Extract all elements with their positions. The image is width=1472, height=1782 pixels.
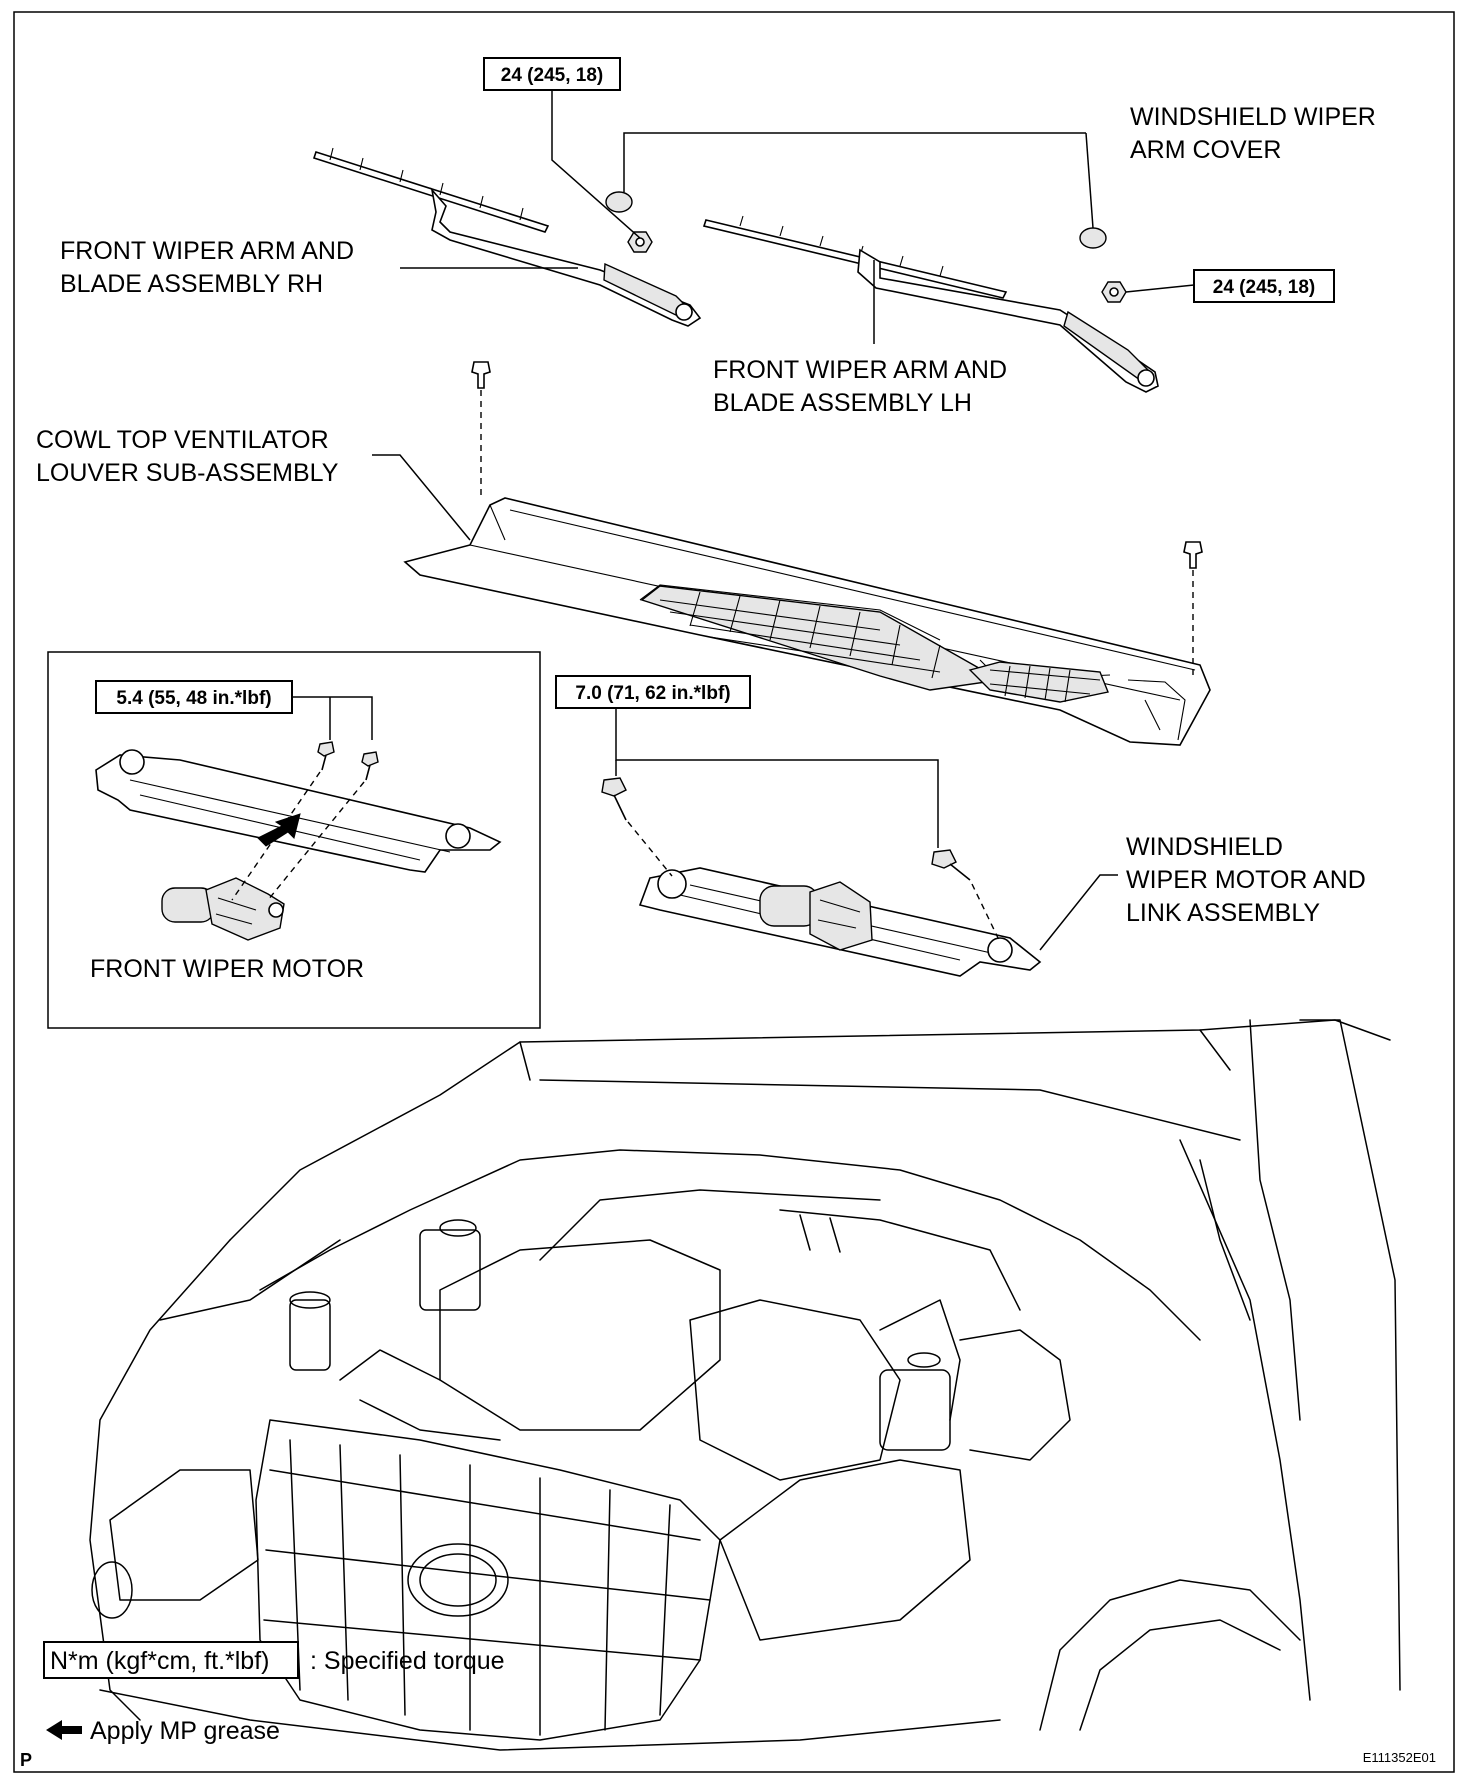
- figure-code: E111352E01: [1363, 1750, 1436, 1765]
- torque-box-motor: [95, 680, 293, 714]
- label-motor-link-line2: WIPER MOTOR AND: [1126, 866, 1366, 894]
- label-motor-link-line3: LINK ASSEMBLY: [1126, 899, 1320, 927]
- label-arm-rh-line2: BLADE ASSEMBLY RH: [60, 270, 323, 298]
- legend-grease-desc: Apply MP grease: [90, 1717, 280, 1745]
- arm-nut-rh-part: [627, 231, 653, 253]
- torque-value-motor: 5.4 (55, 48 in.*lbf): [116, 688, 271, 709]
- torque-value-arm-lh: 24 (245, 18): [1213, 277, 1315, 298]
- cowl-clip-right-part: [1183, 541, 1203, 680]
- wiper-arm-lh: [702, 215, 1159, 393]
- motor-link-assembly-part: [638, 867, 1042, 977]
- legend-grease-arrow-icon: [46, 1720, 82, 1740]
- label-front-wiper-motor: FRONT WIPER MOTOR: [90, 955, 364, 983]
- legend-torque-unit: N*m (kgf*cm, ft.*lbf): [50, 1647, 269, 1675]
- label-arm-lh-line1: FRONT WIPER ARM AND: [713, 356, 1007, 384]
- leader-torque-arm-lh: [1125, 284, 1195, 293]
- torque-box-arm-lh: [1193, 269, 1335, 303]
- label-motor-link-line1: WINDSHIELD: [1126, 833, 1283, 861]
- leader-torque-link: [615, 708, 939, 848]
- label-arm-lh-line2: BLADE ASSEMBLY LH: [713, 389, 972, 417]
- label-arm-cover-line2: ARM COVER: [1130, 136, 1281, 164]
- leader-motor-link: [1039, 874, 1118, 951]
- cowl-grille: [640, 585, 1109, 703]
- arm-cover-lh-part: [1079, 227, 1107, 249]
- inset-box: [47, 651, 541, 1029]
- leader-cowl: [372, 454, 471, 541]
- leader-torque-arm-rh: [551, 90, 641, 239]
- label-cowl-line1: COWL TOP VENTILATOR: [36, 426, 329, 454]
- torque-value-arm-rh: 24 (245, 18): [501, 65, 603, 86]
- link-bolt-left-part: [601, 777, 673, 877]
- legend-torque-desc: : Specified torque: [310, 1647, 505, 1675]
- label-cowl-line2: LOUVER SUB-ASSEMBLY: [36, 459, 339, 487]
- grease-arrow-icon: [257, 813, 301, 847]
- inset-motor-part: [161, 877, 285, 941]
- leader-cover-rh: [623, 132, 1086, 192]
- arm-nut-lh-part: [1101, 281, 1127, 303]
- torque-box-arm-rh: [483, 57, 621, 91]
- inset-link-part: [95, 749, 502, 873]
- cowl-louver-part: [403, 497, 1211, 746]
- wiper-arm-rh: [312, 147, 702, 327]
- arm-cover-rh-part: [605, 191, 633, 213]
- label-arm-cover-line1: WINDSHIELD WIPER: [1130, 103, 1376, 131]
- torque-box-link: [555, 675, 751, 709]
- figure-frame: [13, 11, 1455, 1773]
- torque-value-link: 7.0 (71, 62 in.*lbf): [575, 683, 730, 704]
- legend-torque-box: [43, 1641, 299, 1679]
- link-bolt-right-part: [931, 849, 1001, 943]
- leader-cover-lh: [1085, 132, 1094, 229]
- label-arm-rh-line1: FRONT WIPER ARM AND: [60, 237, 354, 265]
- corner-mark: P: [20, 1750, 32, 1770]
- cowl-clip-left-part: [471, 361, 491, 500]
- leader-torque-motor: [292, 696, 373, 740]
- vehicle-engine-bay-illustration: [89, 1019, 1401, 1751]
